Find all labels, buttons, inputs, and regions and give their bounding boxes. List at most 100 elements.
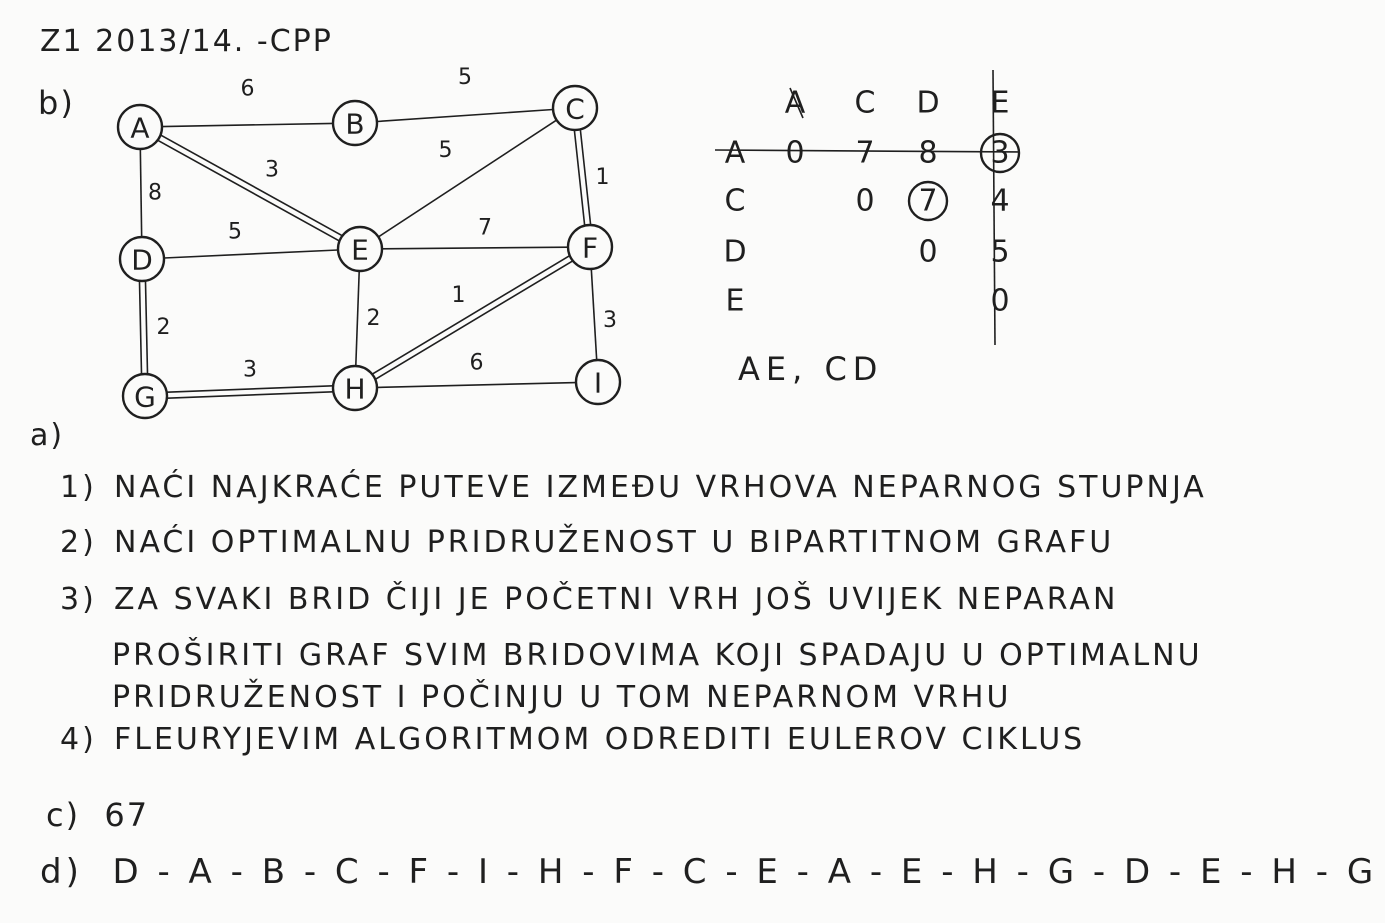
matching-pairs: AE, CD (738, 350, 884, 388)
edge-GH (167, 391, 334, 399)
part-c-value: 67 (104, 796, 150, 834)
step-3: 3) ZA SVAKI BRID ČIJI JE POČETNI VRH JOŠ … (60, 582, 1118, 617)
step-2: 2) NAĆI OPTIMALNU PRIDRUŽENOST U BIPARTIT… (60, 525, 1114, 560)
step-3-continued-2: PRIDRUŽENOST I POČINJU U TOM NEPARNOM VR… (112, 680, 1011, 715)
node-label: A (130, 112, 149, 145)
edge-weight: 8 (148, 181, 162, 206)
node-label: F (582, 232, 598, 265)
matrix-cell: 3 (990, 136, 1009, 171)
edge-DG (138, 281, 143, 375)
matrix-col-header: C (855, 86, 876, 121)
part-b-label: b) (38, 84, 75, 122)
node-F (566, 223, 614, 271)
matrix-col-header: D (916, 86, 939, 121)
matrix-cell: 7 (855, 136, 874, 171)
node-label: C (565, 93, 585, 126)
matrix-cell: 0 (918, 235, 937, 270)
edge-CF (573, 130, 586, 226)
euler-cycle: D - A - B - C - F - I - H - F - C - E - … (112, 852, 1385, 892)
strike-col-a-header (789, 87, 804, 119)
step-text: FLEURYJEVIM ALGORITMOM ODREDITI EULEROV … (114, 722, 1086, 757)
edge-DG (144, 280, 149, 374)
node-label: I (594, 367, 602, 400)
edge-CF (579, 129, 592, 225)
step-text: NAĆI NAJKRAĆE PUTEVE IZMEĐU VRHOVA NEPAR… (114, 470, 1207, 505)
step-number: 4) (60, 722, 97, 757)
matrix-row-header: A (725, 136, 746, 171)
step-text: NAĆI OPTIMALNU PRIDRUŽENOST U BIPARTITNO… (114, 525, 1115, 560)
strike-col-e (992, 69, 996, 346)
step-text: PRIDRUŽENOST I POČINJU U TOM NEPARNOM VR… (112, 680, 1012, 715)
matrix-cell: 4 (990, 184, 1009, 219)
edge-weight: 3 (265, 158, 279, 183)
node-label: H (344, 373, 365, 406)
edge-DE (163, 249, 339, 259)
edge-weight: 2 (367, 306, 381, 331)
part-a-label: a) (30, 418, 65, 453)
part-c: c) 67 (46, 796, 149, 834)
matrix-row-header: C (725, 184, 746, 219)
matrix-cell: 0 (855, 184, 874, 219)
edge-weight: 3 (243, 358, 257, 383)
matrix-cell: 8 (918, 136, 937, 171)
matrix-row-header: D (723, 235, 746, 270)
edge-AE (160, 134, 343, 237)
part-d-label: d) (40, 852, 83, 892)
step-text: ZA SVAKI BRID ČIJI JE POČETNI VRH JOŠ UV… (114, 582, 1119, 617)
edge-weight: 6 (470, 351, 484, 376)
matrix-circled-mark (979, 132, 1021, 174)
edge-GH (166, 385, 333, 393)
edge-AD (139, 148, 143, 238)
exam-header: Z1 2013/14. -CPP (40, 24, 333, 59)
step-number: 3) (60, 582, 97, 617)
node-A (116, 103, 164, 151)
edge-weight: 5 (228, 220, 242, 245)
edge-FH (374, 260, 574, 380)
part-c-label: c) (46, 796, 81, 834)
step-number: 2) (60, 525, 97, 560)
node-I (574, 358, 622, 406)
matrix-cell: 5 (990, 235, 1009, 270)
step-text: PROŠIRITI GRAF SVIM BRIDOVIMA KOJI SPADA… (112, 638, 1203, 673)
edge-BC (376, 108, 554, 123)
edge-AE (157, 139, 340, 242)
step-1: 1) NAĆI NAJKRAĆE PUTEVE IZMEĐU VRHOVA NEP… (60, 470, 1207, 505)
node-E (336, 225, 384, 273)
edge-weight: 2 (157, 315, 171, 340)
edge-weight: 6 (241, 77, 255, 102)
edge-FI (590, 268, 598, 361)
edge-HI (376, 381, 577, 389)
edge-weight: 1 (452, 283, 466, 308)
edge-FH (371, 255, 571, 375)
edge-weight: 7 (478, 216, 492, 241)
node-label: B (345, 108, 364, 141)
node-C (551, 84, 599, 132)
edge-weight: 5 (458, 65, 472, 90)
part-d: d) D - A - B - C - F - I - H - F - C - E… (40, 852, 1385, 892)
node-D (118, 235, 166, 283)
matrix-cell: 0 (785, 136, 804, 171)
edge-weight: 1 (596, 165, 610, 190)
step-number: 1) (60, 470, 97, 505)
edge-EF (381, 246, 569, 250)
edge-weight: 3 (603, 308, 617, 333)
matrix-cell: 7 (918, 184, 937, 219)
node-B (331, 99, 379, 147)
node-H (331, 364, 379, 412)
edge-EH (354, 270, 361, 367)
matrix-col-header: E (991, 86, 1010, 121)
node-G (121, 372, 169, 420)
node-label: D (131, 244, 153, 277)
step-3-continued: PROŠIRITI GRAF SVIM BRIDOVIMA KOJI SPADA… (112, 638, 1203, 673)
strike-row-a (714, 149, 1021, 153)
step-4: 4) FLEURYJEVIM ALGORITMOM ODREDITI EULERO… (60, 722, 1085, 757)
matrix-cell: 0 (990, 284, 1009, 319)
matrix-circled-mark (907, 180, 949, 222)
node-label: G (134, 381, 156, 414)
edge-CE (377, 119, 558, 238)
edge-AB (161, 122, 334, 128)
node-label: E (351, 234, 369, 267)
edge-weight: 5 (439, 138, 453, 163)
